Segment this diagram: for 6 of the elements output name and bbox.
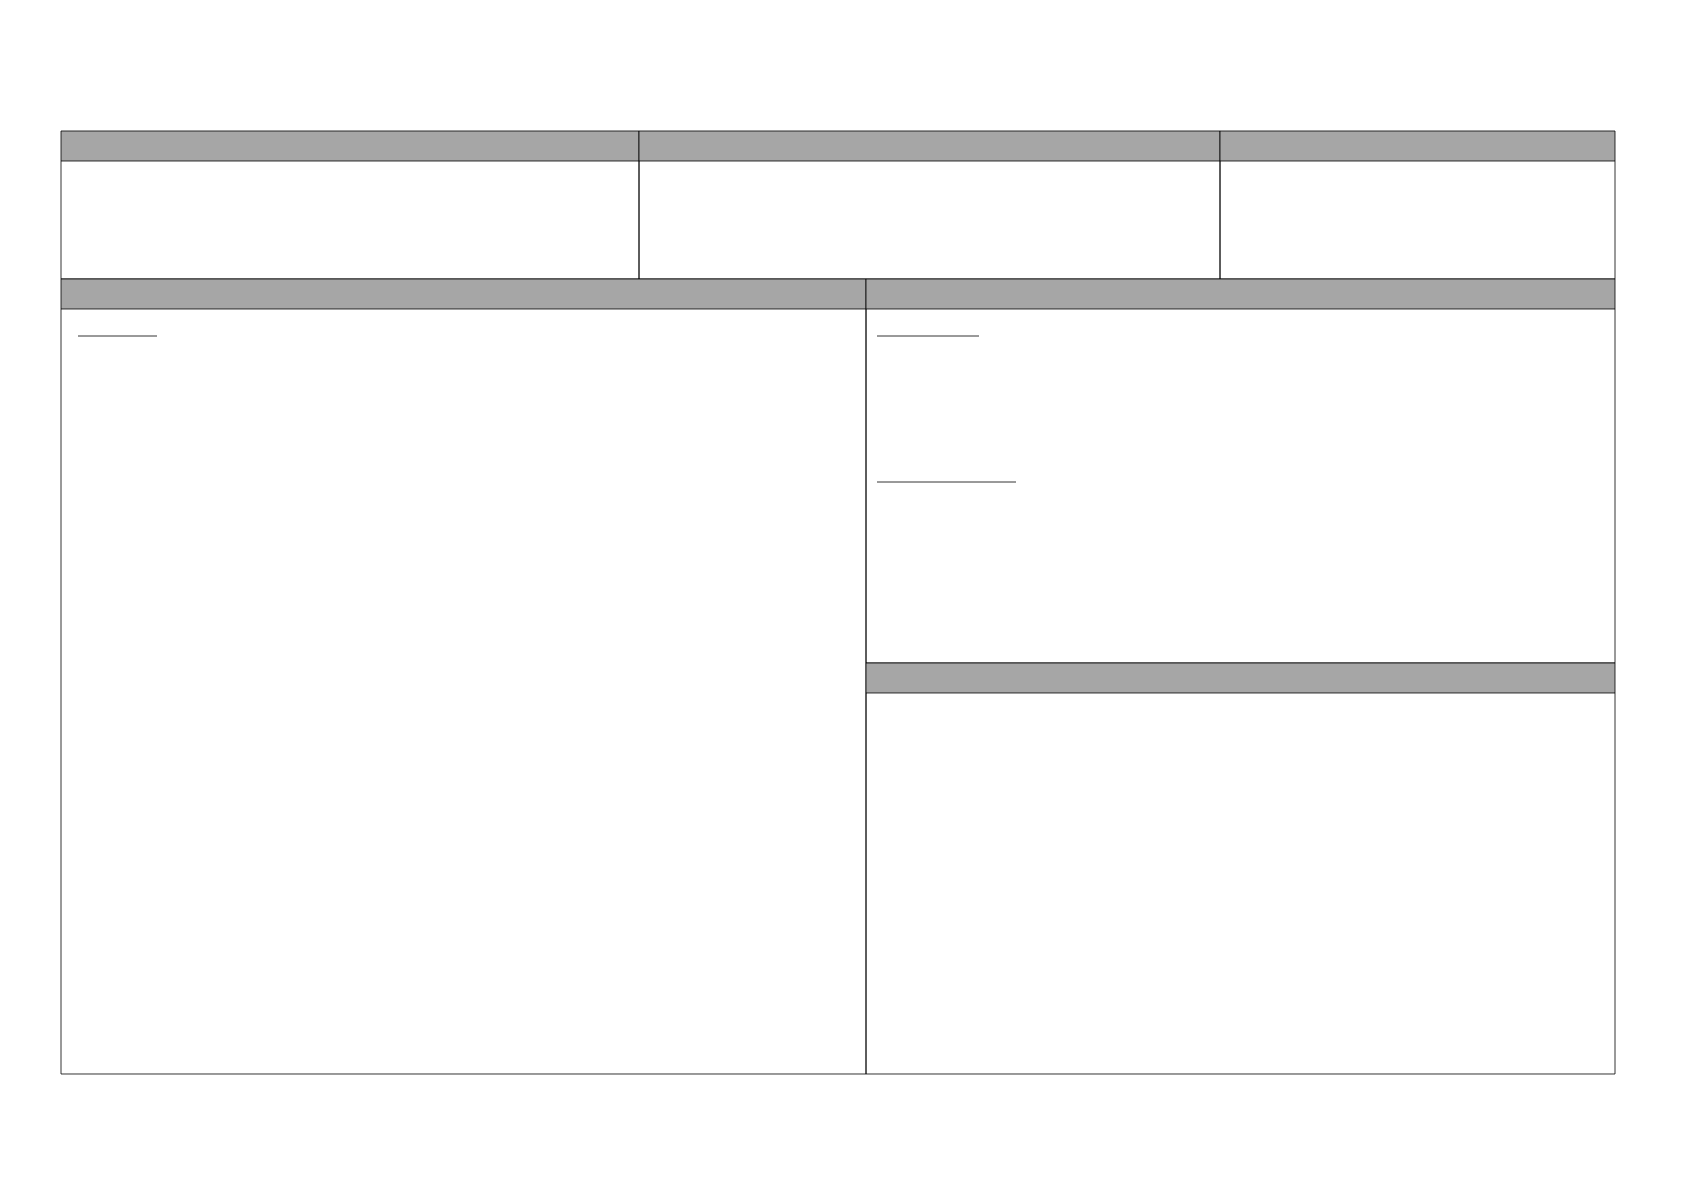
panel	[60, 130, 640, 280]
panel	[865, 278, 1616, 664]
panel	[60, 278, 867, 1075]
panel	[638, 130, 1221, 280]
panel	[865, 662, 1616, 1075]
panel	[1219, 130, 1616, 280]
